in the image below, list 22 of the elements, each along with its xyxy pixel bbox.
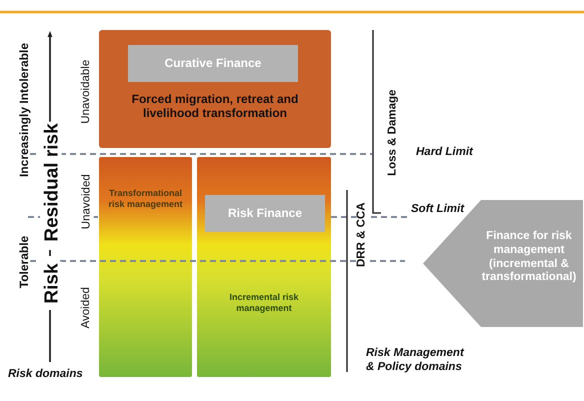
finance-box [128,45,298,82]
box-label: Curative Finance [164,56,262,70]
bracket-label: Loss & Damage [387,88,399,178]
zone-text: Finance for risk management (incremental & transformational) [480,230,578,286]
axis-title: Risk [42,260,62,306]
domain-label: Risk Management & Policy domains [366,346,466,375]
zone-text: Transformational risk management [107,188,184,210]
risk-level-label: Unavoided [81,172,93,232]
limit-label: Hard Limit [416,147,473,158]
risk-zone-panel [99,157,192,377]
axis-title: Residual risk [42,120,62,244]
axis-label: Increasingly Intolerable [18,40,30,180]
zone-text: Incremental risk management [228,292,300,314]
axis-label: Tolerable [18,234,30,290]
limit-label: Soft Limit [411,204,464,216]
box-label: Risk Finance [226,206,304,220]
risk-zone-panel [99,30,331,148]
risk-zone-panel [197,157,331,377]
bracket-label: DRR & CCA [356,200,368,270]
domain-label: Risk domains [8,369,83,380]
finance-box [205,195,325,232]
zone-text: Forced migration, retreat and livelihood transformation [130,92,300,121]
